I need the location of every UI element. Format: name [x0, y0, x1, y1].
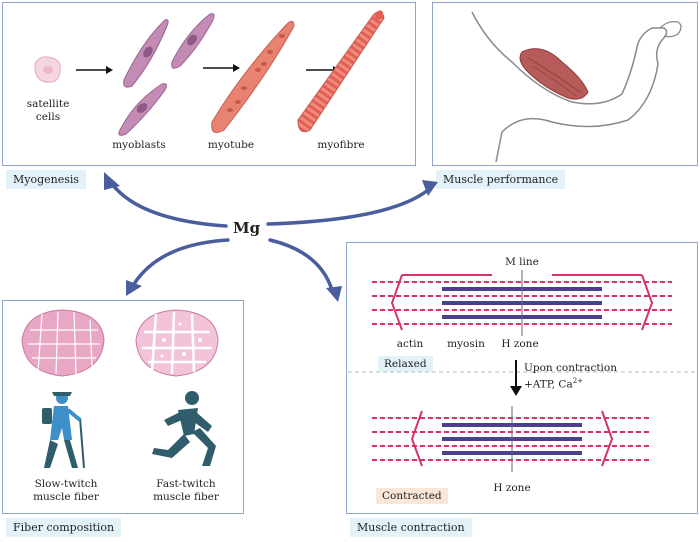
sarcomere-relaxed-icon — [372, 270, 672, 336]
myofibre-icon — [297, 10, 385, 133]
atp-superscript: 2+ — [572, 377, 584, 385]
fast-twitch-label: Fast-twitch muscle fiber — [153, 478, 219, 503]
mg-label: Mg — [233, 219, 261, 237]
biceps-arm-icon — [471, 11, 682, 163]
myogenesis-panel — [2, 2, 416, 166]
fiber-caption: Fiber composition — [6, 518, 122, 537]
atp-text: +ATP, Ca — [524, 378, 573, 391]
upon-contraction-label: Upon contraction — [524, 362, 617, 374]
myogenesis-caption: Myogenesis — [6, 170, 87, 189]
myogenesis-illustration — [34, 10, 385, 136]
arrow-to-myogenesis — [110, 182, 228, 228]
h-zone-bottom-label: H zone — [493, 482, 531, 494]
runner-icon — [152, 391, 216, 466]
sarcomere-contracted-icon — [372, 406, 652, 472]
actin-label: actin — [396, 338, 424, 350]
relaxed-tag: Relaxed — [378, 356, 433, 372]
slow-twitch-label: Slow-twitch muscle fiber — [33, 478, 99, 503]
myotube-icon — [211, 20, 295, 134]
m-line-label: M line — [505, 256, 539, 268]
performance-caption: Muscle performance — [436, 170, 566, 189]
arrow-to-myoblasts — [76, 66, 113, 74]
satellite-cells-label: satellite cells — [26, 98, 70, 123]
contraction-caption: Muscle contraction — [350, 518, 472, 537]
h-zone-top-label: H zone — [501, 338, 539, 350]
satellite-cell-icon — [34, 56, 61, 83]
hiker-icon — [42, 392, 85, 469]
myoblasts-label: myoblasts — [112, 139, 166, 151]
contracted-tag: Contracted — [376, 488, 448, 504]
myoblast-icon — [118, 13, 215, 136]
arrow-to-contraction — [268, 238, 334, 292]
arrow-to-fiber — [132, 238, 230, 286]
myofibre-label: myofibre — [317, 139, 365, 151]
myosin-label: myosin — [447, 338, 485, 350]
arrow-to-myotube — [203, 64, 240, 72]
arrow-to-performance — [266, 188, 430, 226]
fiber-illustration — [21, 309, 219, 469]
fast-fiber-section-icon — [135, 309, 219, 377]
atp-label: +ATP, Ca2+ — [524, 375, 624, 392]
slow-fiber-section-icon — [21, 309, 105, 377]
myotube-label: myotube — [207, 139, 255, 151]
